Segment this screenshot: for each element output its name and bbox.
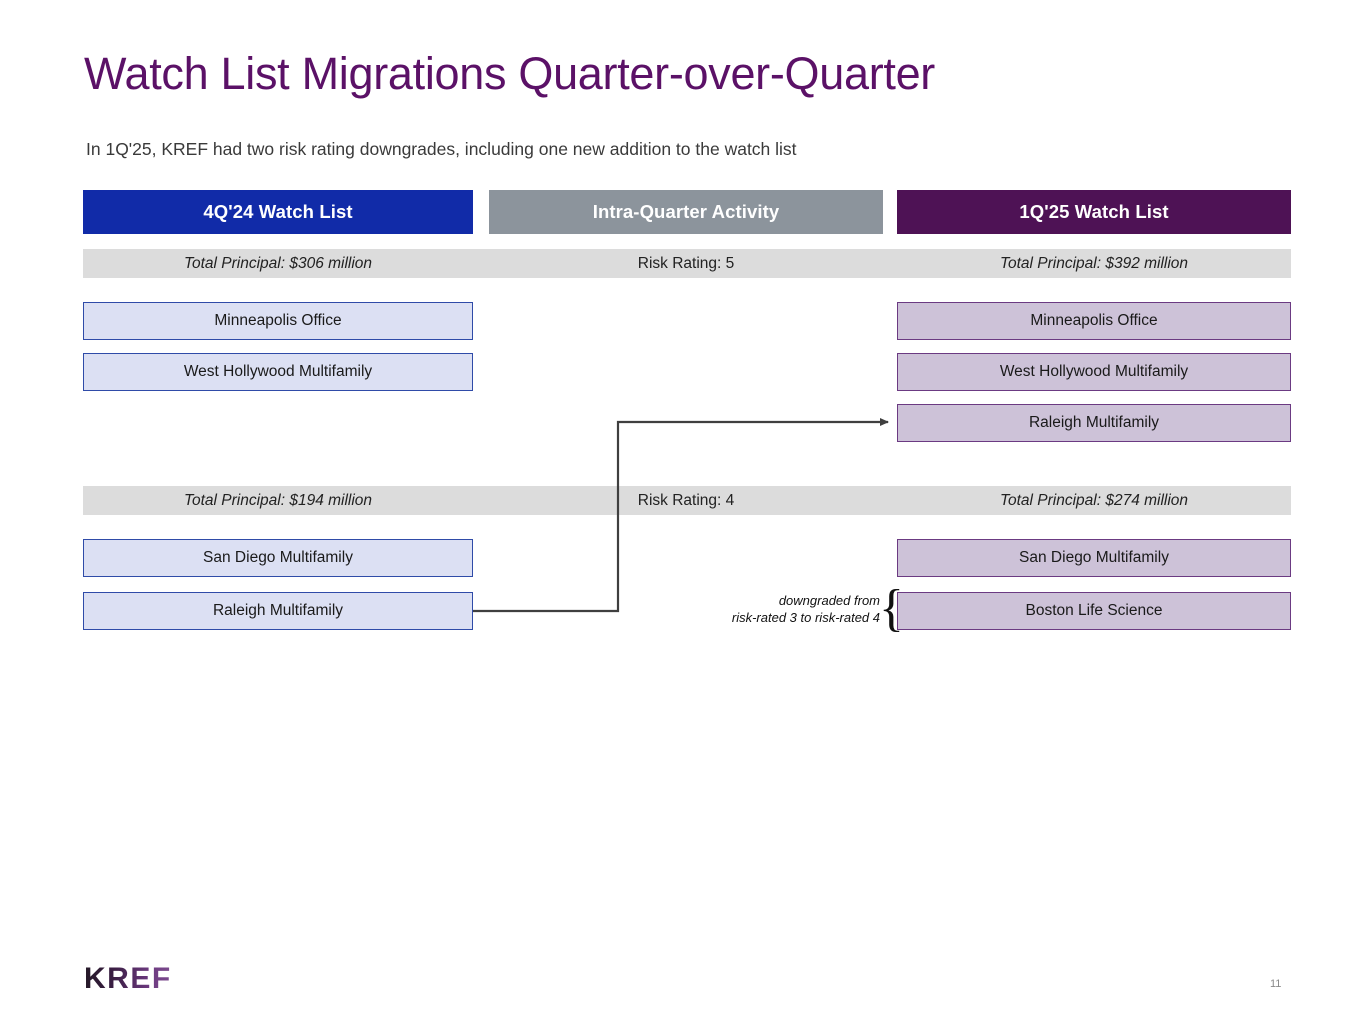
section-band-risk-rating-5 — [83, 249, 1291, 278]
band-label-risk-rating-5: Risk Rating: 5 — [637, 254, 735, 272]
page-subtitle: In 1Q'25, KREF had two risk rating downg… — [86, 139, 797, 159]
watch-list-item-right-minneapolis-office[interactable]: Minneapolis Office — [897, 302, 1291, 340]
curly-brace-icon: { — [879, 580, 904, 637]
page-title: Watch List Migrations Quarter-over-Quart… — [84, 48, 935, 99]
column-header-intra-quarter: Intra-Quarter Activity — [489, 190, 883, 234]
band-label-risk-rating-4: Risk Rating: 4 — [637, 491, 735, 509]
column-header-current-quarter: 1Q'25 Watch List — [897, 190, 1291, 234]
watch-list-item-right-san-diego-multifamily[interactable]: San Diego Multifamily — [897, 539, 1291, 577]
page-number: 11 — [1270, 978, 1282, 990]
watch-list-item-left-minneapolis-office[interactable]: Minneapolis Office — [83, 302, 473, 340]
kref-logo: KREF — [84, 962, 172, 995]
downgrade-annotation-line-1: downgraded from — [778, 593, 880, 608]
band-label-right-total-principal-5: Total Principal: $392 million — [999, 254, 1189, 272]
watch-list-item-left-san-diego-multifamily[interactable]: San Diego Multifamily — [83, 539, 473, 577]
downgrade-annotation-line-2: risk-rated 3 to risk-rated 4 — [731, 609, 880, 625]
watch-list-item-right-west-hollywood-multifamily[interactable]: West Hollywood Multifamily — [897, 353, 1291, 391]
watch-list-item-right-boston-life-science[interactable]: Boston Life Science — [897, 592, 1291, 630]
column-header-prior-quarter: 4Q'24 Watch List — [83, 190, 473, 234]
band-label-left-total-principal-4: Total Principal: $194 million — [183, 491, 373, 509]
band-label-left-total-principal-5: Total Principal: $306 million — [183, 254, 373, 272]
watch-list-item-right-raleigh-multifamily[interactable]: Raleigh Multifamily — [897, 404, 1291, 442]
band-label-right-total-principal-4: Total Principal: $274 million — [999, 491, 1189, 509]
downgrade-annotation: downgraded from risk-rated 3 to risk-rat… — [670, 593, 880, 626]
watch-list-item-left-raleigh-multifamily[interactable]: Raleigh Multifamily — [83, 592, 473, 630]
watch-list-item-left-west-hollywood-multifamily[interactable]: West Hollywood Multifamily — [83, 353, 473, 391]
